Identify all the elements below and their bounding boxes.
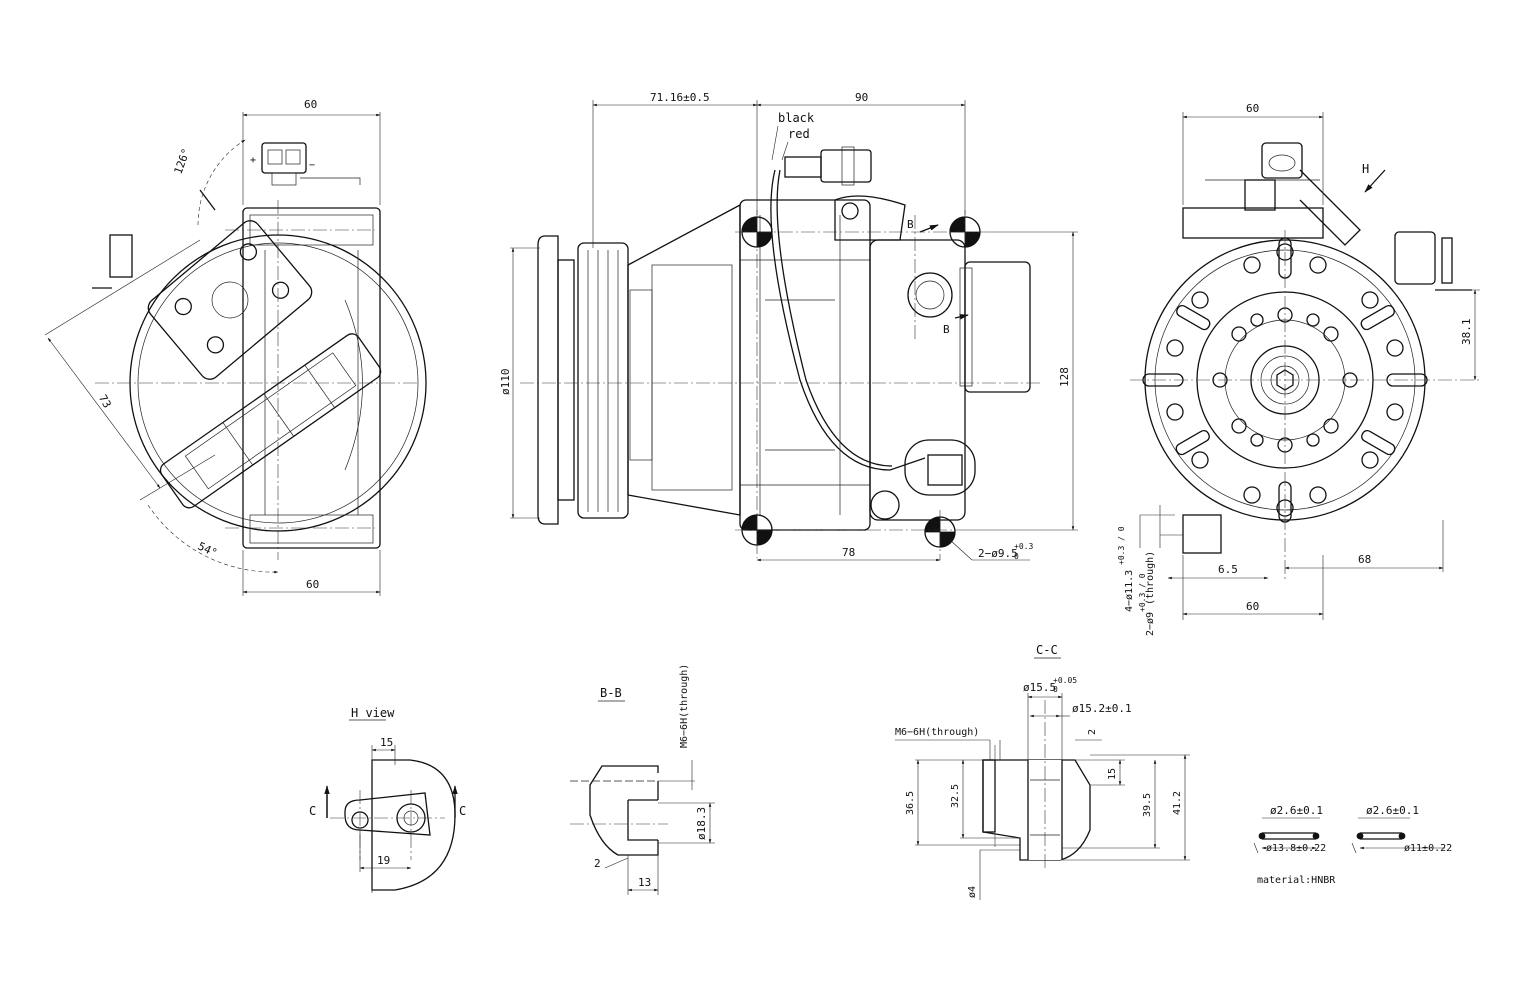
section-b-bottom-label: B xyxy=(943,323,950,336)
h-view-cut-left: C xyxy=(309,804,316,818)
front-view: B B 71.16±0.5 90 black red ø110 128 xyxy=(499,91,1078,562)
right-dim-bottom: 60 xyxy=(1246,600,1259,613)
section-bb-dia: ø18.3 xyxy=(695,807,708,840)
section-cc-bore-tol-upper: +0.05 xyxy=(1053,676,1077,685)
oring1-section: ø2.6±0.1 xyxy=(1270,804,1323,817)
section-bb-thread: M6−6H(through) xyxy=(679,664,690,748)
left-angle-bottom: 54° xyxy=(196,540,220,560)
right-hole-note-2-suffix: (through) xyxy=(1145,551,1156,605)
h-view-dim-top: 15 xyxy=(380,736,393,749)
wire-red-label: red xyxy=(788,127,810,141)
section-b-b: B-B M6−6H(through) ø18.3 2 13 xyxy=(570,664,715,895)
o-rings: ø2.6±0.1 ø13.8±0.22 ø2.6±0.1 ø11±0.22 ma… xyxy=(1253,804,1452,886)
section-c-c: C-C ø15.5 +0.05 0 ø15.2±0.1 M6−6H(throug… xyxy=(895,643,1190,900)
section-bb-dim-small: 2 xyxy=(594,857,601,870)
h-view-detail: H view C C 15 19 xyxy=(309,706,466,893)
front-hole-tol-upper: +0.3 xyxy=(1014,542,1033,551)
right-view-arrow-label: H xyxy=(1362,162,1369,176)
oring2-id: ø11±0.22 xyxy=(1404,843,1452,854)
section-cc-dim-36-5: 36.5 xyxy=(905,791,916,815)
h-view-title: H view xyxy=(351,706,395,720)
front-dim-mount: 78 xyxy=(842,546,855,559)
right-dim-b: 68 xyxy=(1358,553,1371,566)
right-end-view: H 60 38.1 60 68 6.5 4−ø11.3 +0.3 / 0 2−ø… xyxy=(1117,102,1480,636)
section-cc-thread: M6−6H(through) xyxy=(895,727,979,738)
section-b-top-label: B xyxy=(907,218,914,231)
right-hole-note-2: 2−ø9 xyxy=(1145,612,1156,636)
section-cc-dim-15: 15 xyxy=(1107,768,1118,780)
left-dim-bottom: 60 xyxy=(306,578,319,591)
section-cc-bore-tol-lower: 0 xyxy=(1053,685,1058,694)
left-side-view: + − 60 60 126° 54° 73 xyxy=(44,98,427,596)
section-cc-dim-4: ø4 xyxy=(967,886,978,898)
section-cc-dim-41-2: 41.2 xyxy=(1172,791,1183,815)
h-view-dim-bottom: 19 xyxy=(377,854,390,867)
right-hole-note-1-tol: +0.3 / 0 xyxy=(1117,526,1126,565)
oring-material: material:HNBR xyxy=(1257,875,1336,886)
left-dim-diag: 73 xyxy=(96,392,114,410)
section-cc-dim-32-5: 32.5 xyxy=(950,784,961,808)
section-cc-bore-dia-2: ø15.2±0.1 xyxy=(1072,702,1132,715)
section-cc-dim-2: 2 xyxy=(1087,729,1098,735)
right-dim-a: 6.5 xyxy=(1218,563,1238,576)
oring1-id: ø13.8±0.22 xyxy=(1266,843,1326,854)
section-cc-title: C-C xyxy=(1036,643,1058,657)
left-angle-top: 126° xyxy=(172,147,193,176)
pole-plus-label: + xyxy=(250,155,256,166)
left-dim-top: 60 xyxy=(304,98,317,111)
pole-minus-label: − xyxy=(309,160,315,171)
front-dim-height: 128 xyxy=(1058,367,1071,387)
h-view-cut-right: C xyxy=(459,804,466,818)
section-bb-title: B-B xyxy=(600,686,622,700)
section-bb-dim-width: 13 xyxy=(638,876,651,889)
front-dim-offset: 71.16±0.5 xyxy=(650,91,710,104)
front-hole-note: 2−ø9.5 xyxy=(978,547,1018,560)
wire-black-label: black xyxy=(778,111,815,125)
right-hole-note-1: 4−ø11.3 xyxy=(1124,570,1135,612)
right-hole-note-2-tol: +0.3 / 0 xyxy=(1138,573,1147,612)
oring2-section: ø2.6±0.1 xyxy=(1366,804,1419,817)
section-cc-bore-dia: ø15.5 xyxy=(1023,681,1056,694)
section-cc-dim-39-5: 39.5 xyxy=(1142,793,1153,817)
front-dim-pulley: ø110 xyxy=(499,369,512,396)
front-dim-length: 90 xyxy=(855,91,868,104)
front-hole-tol-lower: 0 xyxy=(1014,552,1019,561)
right-dim-height: 38.1 xyxy=(1460,319,1473,346)
right-dim-top: 60 xyxy=(1246,102,1259,115)
